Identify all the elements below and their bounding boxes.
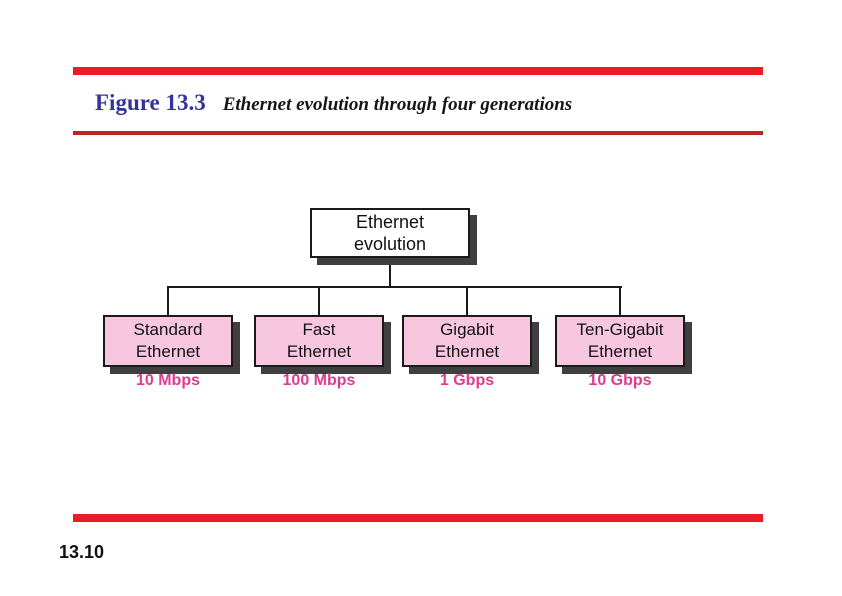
root-node-ethernet-evolution: Ethernet evolution [310,208,470,258]
node-gigabit-ethernet: Gigabit Ethernet [402,315,532,367]
root-connector-line [389,257,391,288]
figure-title-row: Figure 13.3 Ethernet evolution through f… [95,90,572,116]
figure-caption: Ethernet evolution through four generati… [222,94,573,115]
page-number: 13.10 [59,542,105,562]
node-label-line1: Standard [133,320,203,339]
node-label-line1: Fast [302,320,336,339]
speed-label-ten-gigabit: 10 Gbps [588,372,652,389]
node-label-line2: Ethernet [135,342,201,361]
speed-label-fast: 100 Mbps [282,372,356,389]
node-label-line1: Ten-Gigabit [576,320,664,339]
node-fast-ethernet: Fast Ethernet [254,315,384,367]
speed-label-standard: 10 Mbps [135,372,200,389]
node-label-line2: Ethernet [434,342,500,361]
title-divider-rule [73,131,763,135]
drop-line-ten-gigabit [619,286,621,316]
node-label-line1: Gigabit [440,320,494,339]
drop-line-fast [318,286,320,316]
root-node-label-line2: evolution [353,234,427,254]
drop-line-gigabit [466,286,468,316]
drop-line-standard [167,286,169,316]
horizontal-rail-line [167,286,622,288]
node-standard-ethernet: Standard Ethernet [103,315,233,367]
root-node-label-line1: Ethernet [355,212,425,232]
bottom-red-bar [73,514,763,522]
node-label-line2: Ethernet [587,342,653,361]
node-label-line2: Ethernet [286,342,352,361]
top-red-bar [73,67,763,75]
speed-label-gigabit: 1 Gbps [439,372,495,389]
node-ten-gigabit-ethernet: Ten-Gigabit Ethernet [555,315,685,367]
figure-label: Figure 13.3 [95,90,206,115]
